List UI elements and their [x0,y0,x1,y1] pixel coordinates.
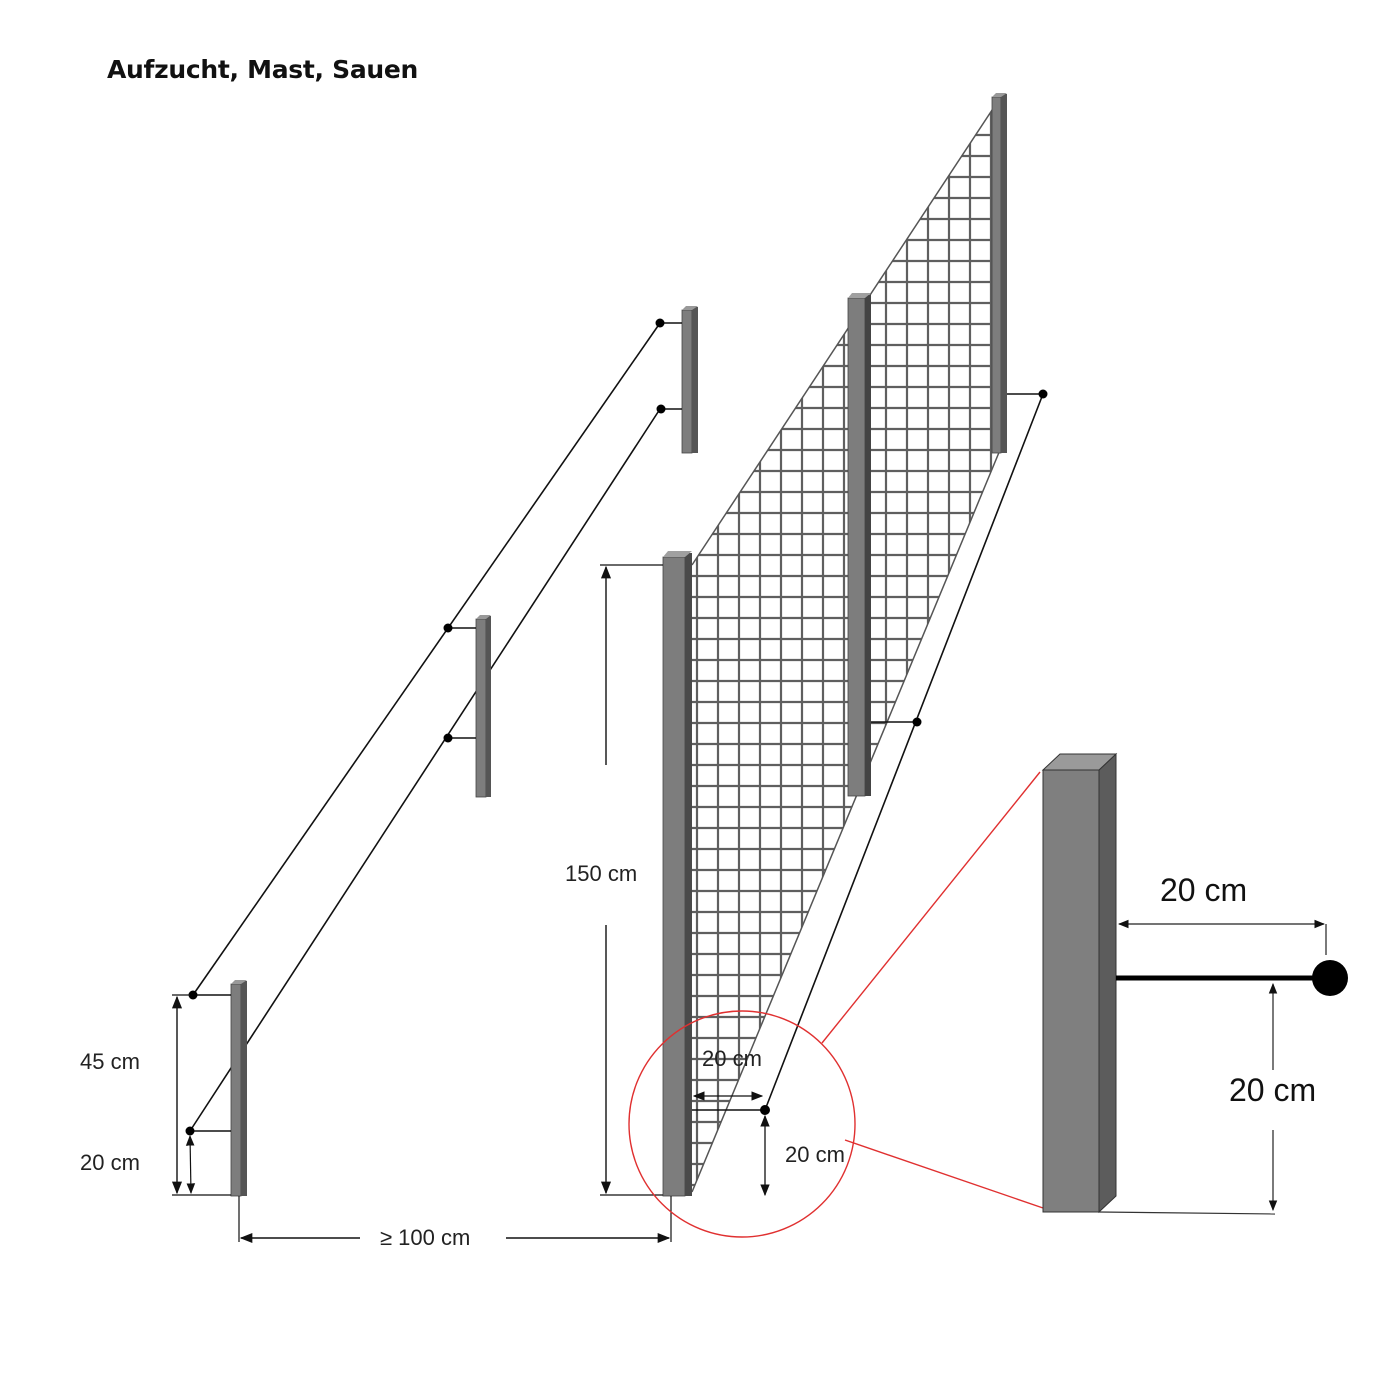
mesh-fence [600,93,1048,1197]
label-offset-vertical: 20 cm [785,1142,845,1167]
label-150cm: 150 cm [565,861,638,886]
dimension-45cm [171,994,231,1196]
left-fence [171,306,698,1197]
label-offset-horizontal: 20 cm [702,1046,762,1071]
lower-wire [189,408,661,1132]
label-20cm-lower-wire: 20 cm [80,1150,140,1175]
insulator-icon [1312,960,1348,996]
label-detail-horizontal: 20 cm [1160,872,1248,908]
detail-view [1041,752,1348,1215]
fence-post-front [185,980,247,1197]
offset-wire [692,389,1048,1115]
mesh-post-front [662,551,692,1197]
detail-callout [628,771,1044,1238]
label-detail-vertical: 20 cm [1227,1072,1319,1109]
wire-mesh [692,98,1000,1192]
dimension-150cm [600,564,663,1196]
fence-post-back [655,306,698,454]
label-min-distance: ≥ 100 cm [380,1225,471,1250]
dimension-offset [692,1091,770,1197]
mesh-post-middle [847,293,871,797]
label-45cm: 45 cm [80,1049,140,1074]
upper-wire [192,322,661,996]
fence-post-middle [443,615,491,798]
diagram-title: Aufzucht, Mast, Sauen [107,55,419,84]
mesh-post-back [991,93,1007,454]
dimension-100cm [238,1196,672,1244]
